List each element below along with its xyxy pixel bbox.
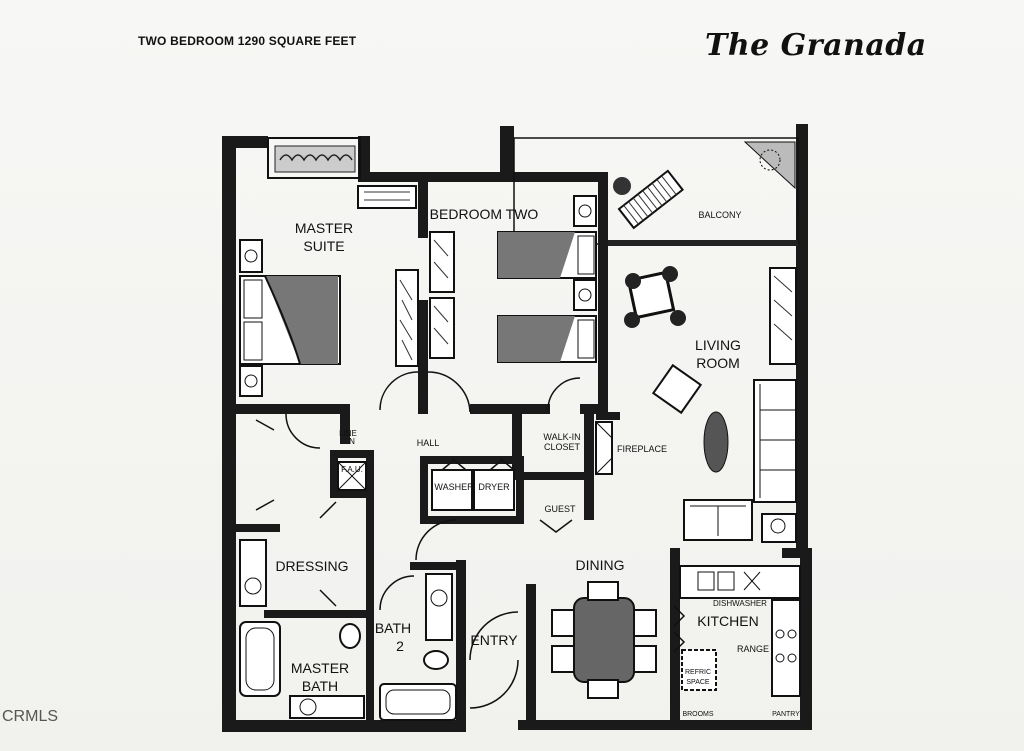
label-fireplace: FIREPLACE (617, 444, 667, 454)
label-bath2-1: BATH (375, 620, 411, 636)
label-brooms: BROOMS (682, 711, 713, 718)
label-balcony: BALCONY (698, 210, 741, 220)
label-master-suite-2: SUITE (303, 238, 344, 254)
label-dishwasher: DISHWASHER (713, 599, 767, 608)
label-linen-2: N (349, 437, 355, 446)
door-swings (255, 371, 686, 709)
label-walkin-2: CLOSET (544, 442, 581, 452)
label-bedroom-two: BEDROOM TWO (430, 206, 539, 222)
watermark: CRMLS (2, 708, 59, 725)
master-suite-furniture (239, 185, 419, 397)
label-dryer: DRYER (478, 482, 510, 492)
planter (267, 137, 361, 179)
label-washer: WASHER (434, 482, 474, 492)
label-guest: GUEST (544, 504, 576, 514)
dining-table (551, 581, 657, 699)
label-refric-2: SPACE (686, 679, 710, 686)
label-hall: HALL (417, 438, 440, 448)
bathroom-fixtures (239, 461, 515, 721)
label-living-1: LIVING (695, 337, 741, 353)
label-living-2: ROOM (696, 355, 740, 371)
label-walkin-1: WALK-IN (543, 432, 580, 442)
label-pantry: PANTRY (772, 711, 800, 718)
label-refric-1: REFRIC (685, 669, 711, 676)
kitchen-fixtures (679, 565, 801, 697)
label-kitchen: KITCHEN (697, 613, 758, 629)
label-bath2-2: 2 (396, 638, 404, 654)
balcony-area (513, 137, 799, 246)
label-range: RANGE (737, 644, 769, 654)
label-fau: F.A.U. (341, 465, 363, 474)
plan-subtitle: TWO BEDROOM 1290 SQUARE FEET (138, 34, 357, 48)
label-dining: DINING (576, 557, 625, 573)
label-linen-1: LINE (339, 429, 357, 438)
interior-walls (236, 172, 680, 730)
label-master-suite-1: MASTER (295, 220, 353, 236)
label-master-bath-1: MASTER (291, 660, 349, 676)
brand-logo: The Granada (705, 28, 927, 63)
bedroom-two-furniture (429, 195, 597, 363)
label-dressing: DRESSING (275, 558, 348, 574)
living-room-furniture (595, 266, 797, 543)
label-master-bath-2: BATH (302, 678, 338, 694)
label-entry: ENTRY (470, 632, 518, 648)
exterior-walls (222, 124, 812, 732)
